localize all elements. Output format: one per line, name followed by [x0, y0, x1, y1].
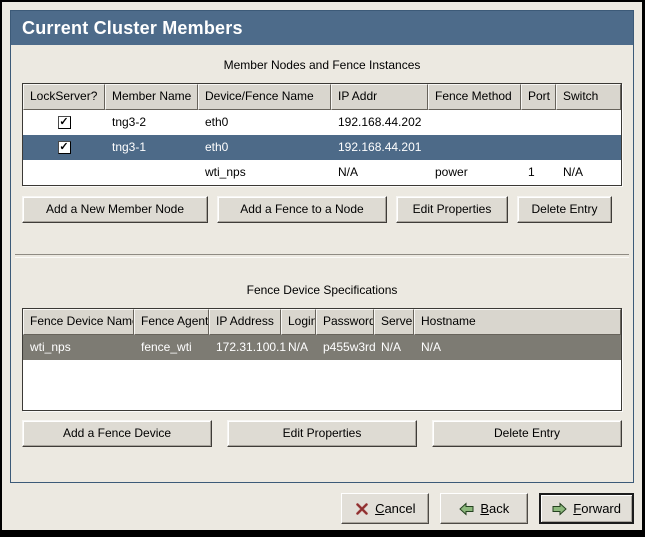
fence-table-header: Fence Device Name Fence Agent IP Address…	[23, 309, 621, 335]
fence-table-buttons: Add a Fence Device Edit Properties Delet…	[22, 420, 622, 447]
page-title: Current Cluster Members	[11, 11, 633, 45]
ip-cell: 192.168.44.202	[338, 115, 422, 129]
column-header-fence-device-name[interactable]: Fence Device Name	[23, 309, 134, 335]
add-fence-device-button[interactable]: Add a Fence Device	[22, 420, 212, 447]
dialog-button-bar: Cancel Back Forward	[341, 493, 634, 524]
server-cell: N/A	[381, 340, 402, 354]
method-cell	[428, 135, 521, 160]
column-header-device-fence-name[interactable]: Device/Fence Name	[198, 84, 331, 110]
ip-cell: 192.168.44.201	[338, 140, 422, 154]
edit-properties-button[interactable]: Edit Properties	[396, 196, 508, 223]
member-name-cell: tng3-1	[112, 140, 147, 154]
forward-label: Forward	[573, 501, 621, 516]
ip-address-cell: 172.31.100.1	[216, 340, 287, 354]
table-row-wti-nps-selected[interactable]: wti_nps fence_wti 172.31.100.1 N/A p455w…	[23, 335, 621, 360]
check-icon: ✓	[59, 116, 69, 128]
arrow-right-icon	[552, 501, 568, 516]
member-nodes-table: LockServer? Member Name Device/Fence Nam…	[22, 83, 622, 186]
agent-cell: fence_wti	[141, 340, 192, 354]
arrow-left-icon	[459, 501, 474, 516]
section-separator	[15, 254, 629, 258]
delete-entry-button[interactable]: Delete Entry	[517, 196, 612, 223]
column-header-login[interactable]: Login	[281, 309, 316, 335]
column-header-fence-method[interactable]: Fence Method	[428, 84, 521, 110]
column-header-lockserver[interactable]: LockServer?	[23, 84, 105, 110]
login-cell: N/A	[288, 340, 309, 354]
fence-table-caption: Fence Device Specifications	[246, 283, 398, 297]
lockserver-checkbox[interactable]: ✓	[57, 116, 71, 129]
switch-cell	[556, 110, 621, 135]
column-header-switch[interactable]: Switch	[556, 84, 621, 110]
member-table-header: LockServer? Member Name Device/Fence Nam…	[23, 84, 621, 110]
column-header-port[interactable]: Port	[521, 84, 556, 110]
password-cell: p455w3rd	[323, 340, 376, 354]
back-button[interactable]: Back	[440, 493, 529, 524]
main-panel: Current Cluster Members Member Nodes and…	[10, 10, 634, 483]
add-fence-to-node-button[interactable]: Add a Fence to a Node	[217, 196, 387, 223]
column-header-ip-address[interactable]: IP Address	[209, 309, 281, 335]
cancel-button[interactable]: Cancel	[341, 493, 430, 524]
add-member-node-button[interactable]: Add a New Member Node	[22, 196, 208, 223]
lockserver-cell: ✓	[23, 135, 105, 160]
lockserver-cell: ✓	[23, 110, 105, 135]
fence-devices-table: Fence Device Name Fence Agent IP Address…	[22, 308, 622, 411]
port-cell	[521, 110, 556, 135]
method-cell	[428, 110, 521, 135]
column-header-password[interactable]: Password	[316, 309, 374, 335]
method-cell: power	[435, 165, 468, 179]
check-icon: ✓	[59, 141, 69, 153]
column-header-server[interactable]: Server	[374, 309, 414, 335]
table-row-tng3-2[interactable]: ✓ tng3-2 eth0 192.168.44.202	[23, 110, 621, 135]
member-table-buttons: Add a New Member Node Add a Fence to a N…	[22, 196, 622, 223]
member-name-cell: tng3-2	[112, 115, 147, 129]
table-row-wti-nps-fence[interactable]: wti_nps N/A power 1 N/A	[23, 160, 621, 185]
forward-button[interactable]: Forward	[539, 493, 634, 524]
device-cell: eth0	[205, 140, 229, 154]
back-label: Back	[480, 501, 510, 516]
lockserver-checkbox[interactable]: ✓	[57, 141, 71, 154]
delete-entry-button[interactable]: Delete Entry	[432, 420, 622, 447]
table-row-tng3-1-selected[interactable]: ✓ tng3-1 eth0 192.168.44.201	[23, 135, 621, 160]
switch-cell	[556, 135, 621, 160]
column-header-member-name[interactable]: Member Name	[105, 84, 198, 110]
device-cell: eth0	[205, 115, 229, 129]
member-table-caption: Member Nodes and Fence Instances	[223, 58, 421, 72]
cancel-label: Cancel	[375, 501, 416, 516]
ip-cell: N/A	[338, 165, 359, 179]
column-header-hostname[interactable]: Hostname	[414, 309, 621, 335]
column-header-fence-agent[interactable]: Fence Agent	[134, 309, 209, 335]
device-cell: wti_nps	[205, 165, 246, 179]
port-cell: 1	[528, 165, 535, 179]
cancel-x-icon	[355, 502, 369, 516]
member-name-cell	[105, 160, 198, 185]
lockserver-cell	[23, 160, 105, 185]
edit-properties-button[interactable]: Edit Properties	[227, 420, 417, 447]
empty-table-area	[23, 360, 621, 410]
device-name-cell: wti_nps	[30, 340, 71, 354]
switch-cell: N/A	[563, 165, 584, 179]
port-cell	[521, 135, 556, 160]
hostname-cell: N/A	[421, 340, 442, 354]
column-header-ip-addr[interactable]: IP Addr	[331, 84, 428, 110]
